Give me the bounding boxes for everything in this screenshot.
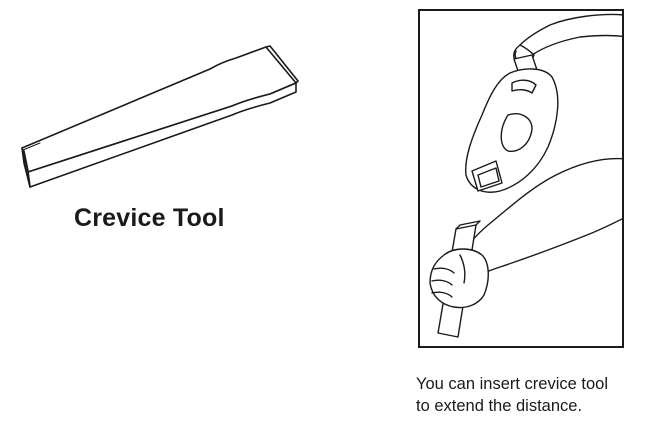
upper-arm <box>519 13 622 56</box>
usage-caption-line-2: to extend the distance. <box>416 397 583 415</box>
lower-hand <box>429 248 489 309</box>
handheld-vacuum-with-crevice-tool-drawing <box>429 13 622 338</box>
usage-illustration-frame <box>418 9 624 348</box>
usage-caption-line-1: You can insert crevice tool <box>416 375 608 393</box>
crevice-tool-drawing <box>21 45 299 188</box>
crevice-tool-caption: Crevice Tool <box>74 204 225 232</box>
usage-caption: You can insert crevice tool to extend th… <box>416 373 608 417</box>
